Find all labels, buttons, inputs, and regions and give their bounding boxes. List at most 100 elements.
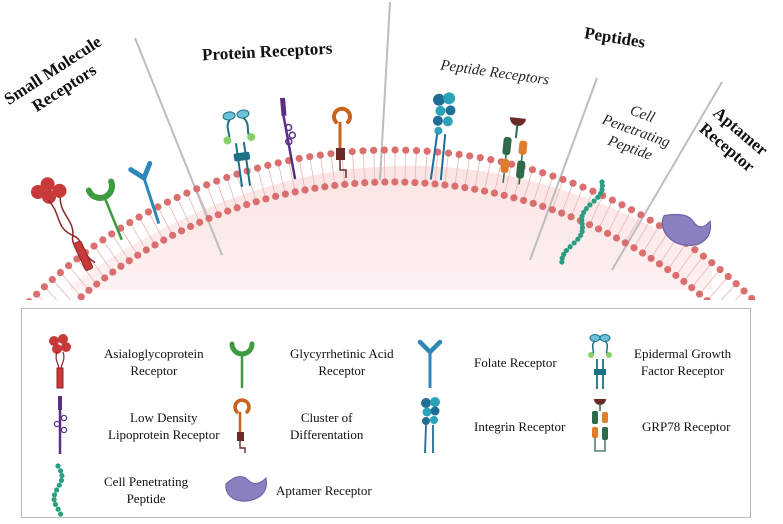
peptide-bead <box>591 198 597 204</box>
legend-label: Low Density <box>130 410 198 425</box>
ldl-receptor-icon <box>280 97 297 180</box>
lipid-tail <box>44 286 58 300</box>
lipid-head <box>621 239 629 247</box>
lipid-tail <box>330 153 336 186</box>
peptide-bead <box>559 259 565 265</box>
peptide-bead <box>55 463 61 469</box>
lipid-tail <box>93 245 114 273</box>
lipid-head <box>306 153 314 161</box>
lipid-head <box>348 147 356 156</box>
cell-interior <box>70 165 712 290</box>
lipid-head <box>594 225 603 233</box>
peptide-bead <box>51 492 58 498</box>
lipid-head <box>203 181 211 189</box>
lipid-head <box>331 181 339 190</box>
lipid-tail <box>362 150 366 183</box>
lipid-head <box>193 185 201 193</box>
lipid-head <box>295 154 303 163</box>
lipid-head <box>291 188 299 196</box>
lipid-head <box>603 229 612 237</box>
integrin-receptor-icon <box>429 92 456 181</box>
lipid-tail <box>561 183 574 214</box>
lipid-tail <box>542 175 554 207</box>
legend-label: Integrin Receptor <box>474 418 566 434</box>
lipid-head <box>224 207 232 215</box>
legend-label: Receptor <box>130 363 178 378</box>
legend-item-cd: Cluster of Differentation <box>222 397 363 455</box>
lipid-tail <box>176 197 191 227</box>
lipid-head <box>196 218 204 226</box>
lipid-head <box>461 183 469 192</box>
lipid-head <box>359 147 367 155</box>
lipid-head <box>401 178 409 186</box>
lipid-tail <box>570 186 584 217</box>
legend-label: Cluster of <box>300 410 353 425</box>
peptide-bead <box>579 225 586 231</box>
lipid-head <box>142 246 150 254</box>
grp78-receptor-icon <box>500 117 528 185</box>
lipid-head <box>117 262 125 270</box>
lipid-head <box>539 202 547 211</box>
peptide-bead <box>55 506 61 512</box>
lipid-head <box>672 271 680 280</box>
glycyrrhetinic-acid-receptor-icon <box>85 178 123 241</box>
lipid-head <box>154 203 162 211</box>
peptide-bead <box>52 501 59 507</box>
lipid-tails <box>36 150 752 300</box>
lipid-tail <box>699 269 721 295</box>
cell-membrane-illustration <box>25 1 756 300</box>
lipid-tail <box>675 249 696 276</box>
lipid-head <box>262 195 270 203</box>
lipid-head <box>99 236 107 244</box>
lipid-head <box>421 179 429 187</box>
lipid-head <box>65 262 73 270</box>
legend-item-folate: Folate Receptor <box>410 333 557 391</box>
lipid-head <box>647 254 655 262</box>
lipid-head <box>40 283 49 291</box>
lipid-head <box>126 218 134 227</box>
legend-label: Lipoprotein Receptor <box>108 427 220 442</box>
lipid-head <box>134 251 142 259</box>
integrin-receptor-icon <box>421 397 440 454</box>
lipid-tail <box>414 150 417 183</box>
peptide-bead <box>579 213 585 219</box>
lipid-head <box>520 196 528 205</box>
legend-item-integrin: Integrin Receptor <box>410 397 565 455</box>
peptide-bead <box>563 247 569 254</box>
lipid-head <box>301 186 309 194</box>
peptide-bead <box>597 190 604 197</box>
legend-label: Receptor <box>318 363 366 378</box>
lipid-head <box>243 201 251 209</box>
lipid-head <box>77 293 85 300</box>
lipid-tail <box>157 206 173 236</box>
lipid-head <box>655 260 664 268</box>
lipid-tail <box>607 204 623 234</box>
peptide-bead <box>599 179 605 185</box>
lipid-tail <box>424 151 428 184</box>
aptamer-receptor-icon <box>225 476 267 502</box>
lipid-tail <box>68 265 90 291</box>
asialoglycoprotein-receptor-icon <box>49 334 71 389</box>
lipid-head <box>101 274 109 282</box>
lipid-head <box>125 257 133 265</box>
lipid-tail <box>309 156 316 189</box>
peptide-bead <box>571 240 577 246</box>
lipid-head <box>253 164 262 172</box>
lipid-head <box>431 180 439 188</box>
lipid-tail <box>633 219 651 248</box>
lipid-head <box>466 152 474 160</box>
lipid-head <box>90 242 98 250</box>
lipid-tail <box>598 199 613 230</box>
lipid-head <box>434 148 442 156</box>
lipid-head <box>109 268 117 276</box>
lipid-tail <box>464 155 471 188</box>
legend-label: Factor Receptor <box>640 363 725 378</box>
lipid-tail <box>523 169 533 201</box>
lipid-tail <box>454 154 460 187</box>
lipid-heads-inner <box>72 178 711 300</box>
lipid-head <box>151 241 159 249</box>
lipid-tail <box>288 160 296 192</box>
lipid-head <box>451 182 459 190</box>
lipid-head <box>618 201 626 209</box>
lipid-tail <box>102 239 122 267</box>
